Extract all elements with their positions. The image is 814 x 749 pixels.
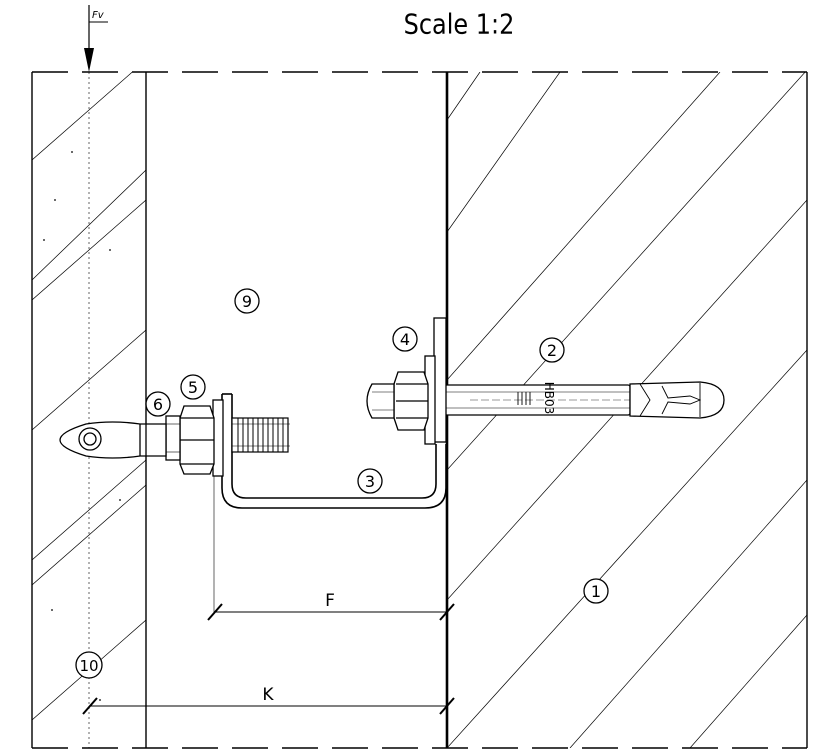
dimension-f: [207, 476, 455, 621]
dimension-k-label: K: [262, 685, 274, 705]
scale-title: Scale 1:2: [404, 9, 515, 41]
callout-3: 3: [357, 468, 383, 494]
force-label: Fv: [92, 10, 105, 21]
dimension-f-label: F: [325, 591, 335, 611]
facade-panel: [31, 72, 147, 748]
callout-2: 2: [539, 337, 565, 363]
svg-text:10: 10: [79, 657, 98, 675]
angle-bracket: [221, 393, 447, 509]
dimension-k: [82, 697, 455, 715]
anchor-washer-nut: [366, 317, 447, 445]
anchor-bolt: [444, 381, 725, 419]
eye-bolt: [59, 421, 167, 459]
svg-text:3: 3: [365, 472, 375, 491]
svg-text:4: 4: [400, 330, 410, 349]
svg-text:1: 1: [591, 582, 601, 601]
callout-6: 6: [145, 391, 171, 417]
callout-10: 10: [75, 651, 103, 679]
svg-text:9: 9: [242, 292, 252, 311]
callout-9: 9: [234, 288, 260, 314]
anchor-marking-text: HB03: [542, 382, 556, 415]
callout-1: 1: [583, 578, 609, 604]
section-outline: [32, 71, 807, 749]
force-arrow: [84, 5, 108, 72]
svg-text:5: 5: [188, 378, 198, 397]
threaded-stud: [231, 417, 290, 453]
stud-nut-washer: [165, 399, 224, 477]
callout-4: 4: [392, 326, 418, 352]
callout-5: 5: [180, 374, 206, 400]
svg-text:6: 6: [153, 395, 163, 414]
svg-text:2: 2: [547, 341, 557, 360]
